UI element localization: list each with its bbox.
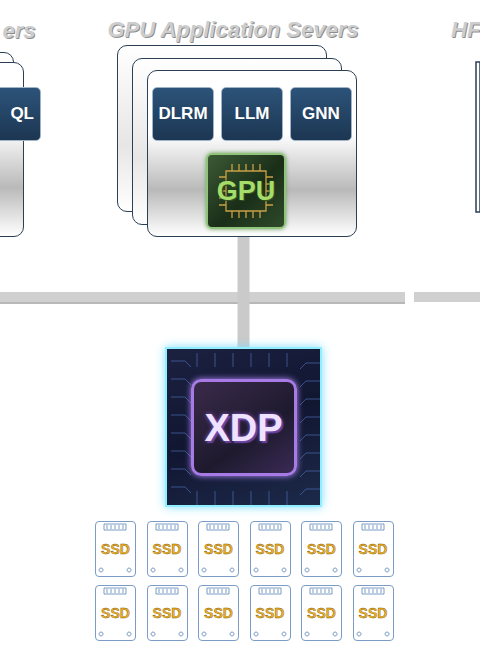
ssd-drive: SSD (147, 521, 188, 577)
bus-shadow (0, 302, 405, 304)
drive-label: SSD (307, 605, 336, 621)
workload-button: LLM (221, 87, 283, 141)
xdp-processor: XDP (165, 347, 322, 507)
chip-label: GPU (217, 176, 276, 207)
workload-label: QL (10, 104, 34, 124)
ssd-drive: SSD (198, 585, 239, 641)
ssd-drive: SSD (250, 585, 291, 641)
ssd-drive: SSD (353, 521, 394, 577)
server-card: GPU Application SeversDLRMLLMGNNGPU (147, 70, 357, 237)
drive-label: SSD (153, 605, 182, 621)
ssd-drive: SSD (95, 521, 136, 577)
ssd-drive: SSD (353, 585, 394, 641)
drive-label: SSD (153, 541, 182, 557)
group-heading: ers (1, 18, 37, 44)
drive-label: SSD (256, 605, 285, 621)
link-line (238, 237, 250, 347)
drive-label: SSD (204, 605, 233, 621)
cut-heading: HF (451, 17, 480, 43)
workload-button: QL (0, 87, 41, 141)
server-card: ersQL (0, 62, 24, 237)
group-heading: GPU Application Severs (83, 17, 383, 43)
workload-label: DLRM (158, 104, 207, 124)
gpu-chip: GPU (206, 153, 286, 229)
ssd-drive: SSD (301, 585, 342, 641)
ssd-drive: SSD (301, 521, 342, 577)
drive-label: SSD (359, 605, 388, 621)
ssd-drive: SSD (95, 585, 136, 641)
drive-label: SSD (101, 541, 130, 557)
server-edge (476, 62, 480, 212)
workload-button: GNN (290, 87, 352, 141)
drive-label: SSD (101, 605, 130, 621)
workload-label: GNN (302, 104, 340, 124)
drive-label: SSD (204, 541, 233, 557)
workload-button: DLRM (152, 87, 214, 141)
drive-label: SSD (359, 541, 388, 557)
workload-label: LLM (235, 104, 270, 124)
drive-label: SSD (307, 541, 336, 557)
ssd-drive: SSD (250, 521, 291, 577)
drive-label: SSD (256, 541, 285, 557)
bus-bar (414, 292, 480, 302)
chip-label: XDP (204, 407, 282, 450)
ssd-drive: SSD (198, 521, 239, 577)
bus-bar (0, 292, 405, 302)
ssd-drive: SSD (147, 585, 188, 641)
